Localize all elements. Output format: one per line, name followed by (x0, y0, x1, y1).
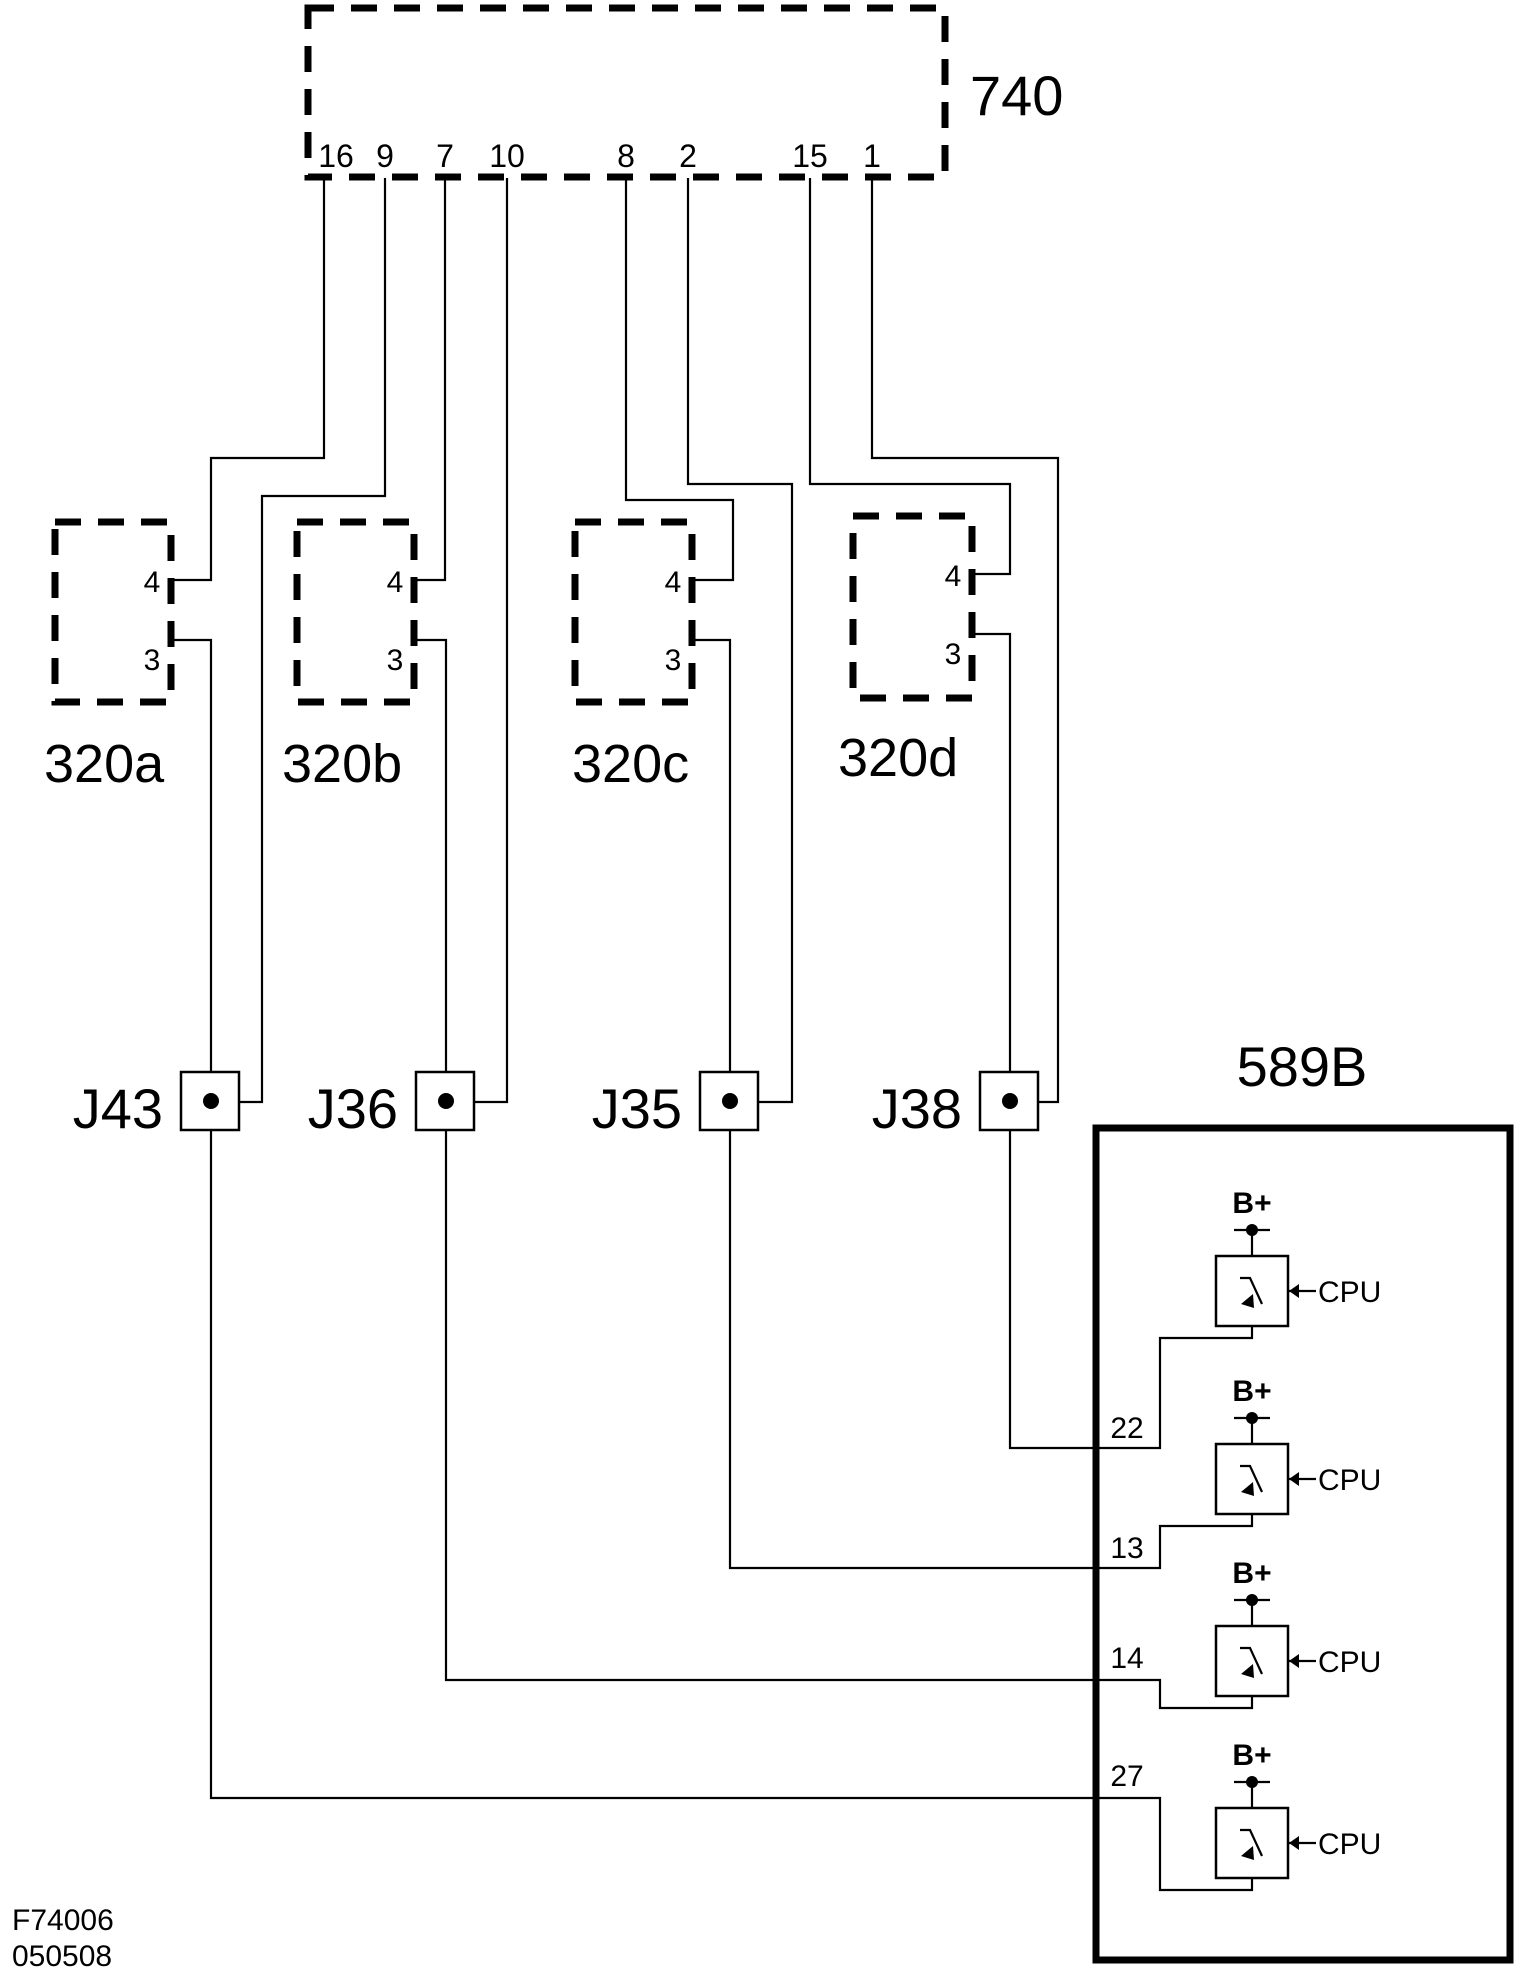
wire-j35-to-pin13 (728, 1130, 1254, 1570)
sensor-pin-label: 4 (387, 566, 404, 599)
switch-body (1214, 1254, 1290, 1328)
driver-transistor: B+ CPU (1214, 1375, 1381, 1516)
sensor-320c: 4 3 320c (571, 518, 696, 794)
sensor-pin-label: 4 (945, 560, 962, 593)
module-589b: 589B 22 13 14 27 B+ CPU B+ (1092, 1035, 1514, 1964)
sensor-outline (293, 518, 418, 706)
figure-id: F74006 (12, 1904, 114, 1937)
wire-1 (870, 178, 1060, 1104)
module-589b-label: 589B (1237, 1035, 1368, 1098)
sensor-320d: 4 3 320d (838, 512, 976, 788)
jack-contact (722, 1093, 738, 1109)
supply-label: B+ (1232, 1375, 1271, 1408)
sensor-label: 320d (838, 728, 958, 788)
switch-arrow (1241, 1294, 1254, 1308)
sensor-320b: 4 3 320b (282, 518, 418, 794)
wire-j36-to-pin14 (444, 1130, 1254, 1710)
supply-label: B+ (1232, 1187, 1271, 1220)
switch-body (1214, 1442, 1290, 1516)
sensor-outline (849, 512, 976, 702)
wires-ecm-to-sensors (172, 178, 1012, 582)
jack-label: J43 (73, 1077, 163, 1140)
figure-date: 050508 (12, 1940, 112, 1973)
jack-label: J38 (872, 1077, 962, 1140)
jack-j43: J43 (73, 1070, 241, 1140)
module-pin-label: 13 (1110, 1532, 1143, 1565)
module-pin-label: 22 (1110, 1412, 1143, 1445)
cpu-arrow-head (1289, 1284, 1299, 1298)
switch-symbol (1240, 1464, 1263, 1493)
wire-2 (686, 178, 794, 1104)
driver-transistor: B+ CPU (1214, 1187, 1381, 1328)
driver-transistor: B+ CPU (1214, 1739, 1381, 1880)
sensor-label: 320c (572, 734, 689, 794)
wire-7 (415, 178, 447, 582)
sensor-pin-label: 3 (144, 644, 161, 677)
jack-j36: J36 (308, 1070, 476, 1140)
ecm-pin-label: 8 (617, 138, 635, 174)
sensor-label: 320b (282, 734, 402, 794)
module-589b-outline (1092, 1124, 1514, 1964)
module-pin-label: 27 (1110, 1760, 1143, 1793)
wire-9 (238, 178, 387, 1104)
jack-contact (203, 1093, 219, 1109)
cpu-arrow-head (1289, 1472, 1299, 1486)
wires-sensors-to-jacks (172, 632, 1012, 1072)
driver-transistor: B+ CPU (1214, 1557, 1381, 1698)
wire-15 (808, 178, 1012, 576)
switch-symbol (1240, 1276, 1263, 1305)
cpu-label: CPU (1318, 1828, 1381, 1861)
ecm-pin-label: 15 (792, 138, 828, 174)
wire-320c-pin3 (693, 638, 732, 1072)
ecm-pin-label: 16 (318, 138, 354, 174)
cpu-arrow-head (1289, 1654, 1299, 1668)
sensor-pin-label: 3 (945, 638, 962, 671)
cpu-arrow-head (1289, 1836, 1299, 1850)
jack-label: J35 (592, 1077, 682, 1140)
switch-arrow (1241, 1482, 1254, 1496)
switch-body (1214, 1624, 1290, 1698)
ecm-pin-label: 1 (863, 138, 881, 174)
sensor-pin-label: 4 (144, 566, 161, 599)
sensor-pin-label: 3 (665, 644, 682, 677)
ecm-pin-label: 9 (376, 138, 394, 174)
sensor-pin-label: 4 (665, 566, 682, 599)
ecm-pin-label: 7 (436, 138, 454, 174)
ecm-740-label: 740 (970, 64, 1063, 127)
jack-contact (1002, 1093, 1018, 1109)
jack-label: J36 (308, 1077, 398, 1140)
switch-arrow (1241, 1664, 1254, 1678)
sensor-pin-label: 3 (387, 644, 404, 677)
ecm-740: 740 16 9 7 10 8 2 15 1 (304, 4, 1063, 181)
cpu-label: CPU (1318, 1646, 1381, 1679)
switch-body (1214, 1806, 1290, 1880)
sensor-outline (571, 518, 696, 706)
module-pin-label: 14 (1110, 1642, 1143, 1675)
cpu-label: CPU (1318, 1464, 1381, 1497)
wires-ecm-to-jacks (238, 178, 1060, 1104)
sensor-320a: 4 3 320a (44, 518, 175, 794)
wire-16 (172, 178, 326, 582)
switch-symbol (1240, 1646, 1263, 1675)
ecm-pin-label: 10 (489, 138, 525, 174)
jack-j38: J38 (872, 1070, 1040, 1140)
wire-j43-to-pin27 (209, 1130, 1254, 1892)
wire-320d-pin3 (973, 632, 1012, 1072)
jack-contact (438, 1093, 454, 1109)
wire-j38-to-pin22 (1008, 1130, 1254, 1450)
supply-label: B+ (1232, 1739, 1271, 1772)
cpu-label: CPU (1318, 1276, 1381, 1309)
supply-label: B+ (1232, 1557, 1271, 1590)
wire-320a-pin3 (172, 638, 213, 1072)
wire-8 (624, 178, 735, 582)
wire-320b-pin3 (415, 638, 448, 1072)
switch-arrow (1241, 1846, 1254, 1860)
wires-jacks-to-module (209, 1130, 1254, 1892)
switch-symbol (1240, 1828, 1263, 1857)
ecm-pin-label: 2 (679, 138, 697, 174)
jack-j35: J35 (592, 1070, 760, 1140)
wire-10 (474, 178, 509, 1104)
sensor-label: 320a (44, 734, 165, 794)
